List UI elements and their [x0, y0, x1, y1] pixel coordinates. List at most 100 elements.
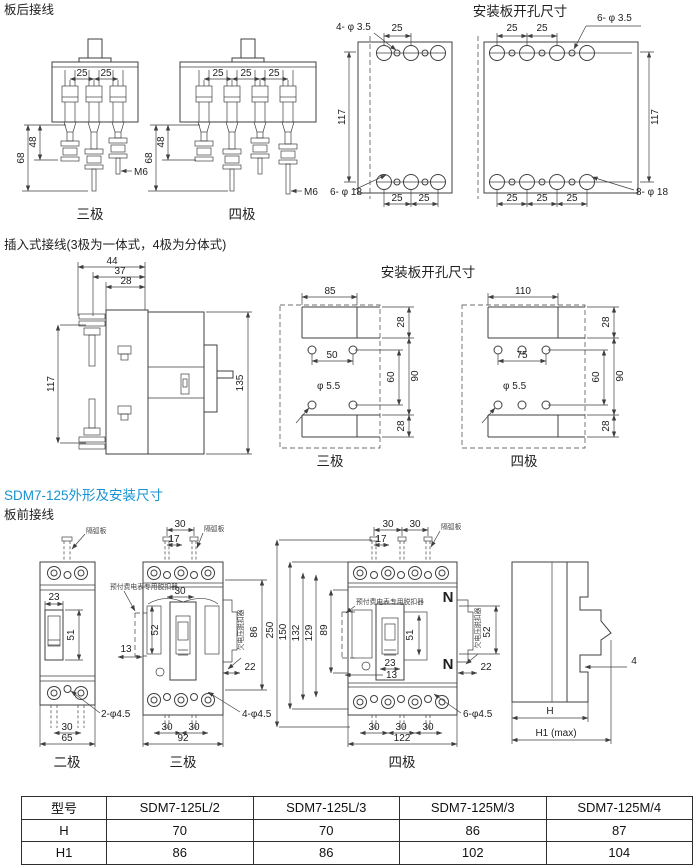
- dim-23: 23: [48, 592, 60, 603]
- trip-unit-label: 预付费电表专用脱扣器: [356, 597, 424, 606]
- spec-header-row: 型号 SDM7-125L/2 SDM7-125L/3 SDM7-125M/3 S…: [21, 796, 693, 820]
- spec-cell: 87: [545, 818, 693, 842]
- neutral-pole-label: N: [443, 656, 454, 673]
- spec-header-col2: SDM7-125L/3: [252, 796, 400, 820]
- mount-mid-3pole: 85 28 90 28 60 50 φ 5.5 三极: [279, 286, 421, 469]
- mount-holes-top-section: 安装板开孔尺寸 25 4- φ 3.5 117 6- φ 18 25 25 25…: [330, 4, 668, 207]
- section-title: 插入式接线(3极为一体式，4极为分体式): [4, 237, 226, 252]
- spec-header-col1: SDM7-125L/2: [106, 796, 254, 820]
- dim-150: 150: [278, 623, 289, 640]
- front-wiring-title: 板前接线: [4, 507, 55, 522]
- dim-28: 28: [601, 420, 612, 432]
- hole-callout-small: 4- φ 3.5: [336, 22, 371, 33]
- plugin-studs: [78, 313, 132, 450]
- dim-25: 25: [418, 193, 430, 204]
- dim-22: 22: [480, 662, 492, 673]
- dim-13: 13: [386, 670, 398, 681]
- plugin-wiring-section: 插入式接线(3极为一体式，4极为分体式) 44 37 28 117 135: [4, 237, 252, 455]
- dim-90: 90: [410, 370, 421, 382]
- dim-25: 25: [566, 193, 578, 204]
- spec-header-col3: SDM7-125M/3: [399, 796, 547, 820]
- caption-4pole: 四极: [389, 755, 416, 770]
- caption-3pole: 三极: [77, 207, 104, 222]
- mount-holes-mid-section: 安装板开孔尺寸 85 28 90 28 60 50 φ 5.5 三极 110 2…: [279, 265, 626, 469]
- hole-callout-small: 6- φ 3.5: [597, 13, 632, 24]
- dim-30: 30: [409, 519, 421, 530]
- spec-table: 型号 SDM7-125L/2 SDM7-125L/3 SDM7-125M/3 S…: [21, 796, 693, 865]
- hole-callout: 2-φ4.5: [101, 709, 131, 720]
- dim-25: 25: [76, 68, 88, 79]
- dim-17: 17: [375, 534, 387, 545]
- caption-3pole: 三极: [317, 454, 344, 469]
- dim-25: 25: [506, 23, 518, 34]
- dim-30: 30: [395, 722, 407, 733]
- dim-132: 132: [291, 624, 302, 641]
- caption-2pole: 二极: [54, 755, 81, 770]
- dim-25: 25: [536, 23, 548, 34]
- dim-30: 30: [188, 722, 200, 733]
- caption-4pole: 四极: [229, 207, 256, 222]
- spec-cell: 102: [399, 841, 547, 865]
- dim-28: 28: [601, 316, 612, 328]
- front-3pole-drawing: 30 17 隔弧板 30 预付费电表专用脱扣器 52 13 欠电压脱扣器 86 …: [110, 519, 272, 770]
- spec-row-label: H: [21, 818, 107, 842]
- arc-plate-label: 隔弧板: [86, 526, 107, 535]
- front-2pole-drawing: 隔弧板 23 51 2-φ4.5 30 65 二极: [39, 526, 131, 770]
- dim-28: 28: [120, 276, 132, 287]
- spec-cell: 86: [252, 841, 400, 865]
- hole-callout-big: 6- φ 18: [330, 187, 362, 198]
- dim-H: H: [546, 706, 553, 717]
- rear-4pole-studs: [194, 121, 298, 195]
- hole-callout: 6-φ4.5: [463, 709, 493, 720]
- dim-60: 60: [386, 371, 397, 383]
- spec-cell: 86: [106, 841, 254, 865]
- dim-122: 122: [394, 733, 411, 744]
- caption-4pole: 四极: [511, 454, 539, 469]
- dim-110: 110: [515, 286, 531, 297]
- rear-3pole-studs: [60, 121, 128, 192]
- mount-top-4pole: 25 25 6- φ 3.5 117 8- φ 18 25 25 25: [477, 13, 668, 207]
- dim-92: 92: [177, 733, 189, 744]
- caption-3pole: 三极: [170, 755, 197, 770]
- arc-plate-label: 隔弧板: [204, 524, 225, 533]
- spec-cell: 104: [545, 841, 693, 865]
- front-4pole-drawing: 250 150 132 129 89 30 30 17 隔弧板 N 预付费电表专…: [265, 519, 500, 770]
- rear-3pole-drawing: 25 25 M6 48 68 三极: [16, 38, 148, 222]
- dim-30: 30: [422, 722, 434, 733]
- spec-cell: 70: [252, 818, 400, 842]
- spec-row-label: H1: [21, 841, 107, 865]
- dim-30: 30: [61, 722, 73, 733]
- dim-25: 25: [212, 68, 224, 79]
- dim-28: 28: [396, 420, 407, 432]
- dim-H1: H1 (max): [535, 728, 576, 739]
- dim-52: 52: [150, 624, 161, 636]
- dim-117: 117: [337, 109, 348, 125]
- dim-117: 117: [46, 376, 57, 392]
- hole-callout: φ 5.5: [317, 381, 341, 392]
- uv-release-label: 欠电压脱扣器: [473, 607, 482, 648]
- dim-25: 25: [391, 193, 403, 204]
- dim-48: 48: [28, 136, 39, 148]
- dim-68: 68: [16, 152, 27, 164]
- mount-top-3pole: 25 4- φ 3.5 117 6- φ 18 25 25: [330, 22, 453, 207]
- neutral-pole-label: N: [443, 589, 454, 606]
- outline-heading: SDM7-125外形及安装尺寸: [4, 488, 163, 503]
- rear-wiring-section: 板后接线 25 25 M6 48 68 三极 25 25 25 M6 48 68…: [4, 2, 318, 222]
- dim-25: 25: [506, 193, 518, 204]
- dim-90: 90: [615, 370, 626, 382]
- dim-65: 65: [61, 733, 73, 744]
- spec-cell: 86: [399, 818, 547, 842]
- dim-52: 52: [482, 626, 493, 638]
- dim-250: 250: [265, 621, 276, 638]
- dim-23: 23: [384, 658, 396, 669]
- trip-unit-label: 预付费电表专用脱扣器: [110, 582, 178, 591]
- side-view-drawing: 4 H H1 (max): [511, 561, 637, 744]
- dim-30: 30: [368, 722, 380, 733]
- dim-30: 30: [382, 519, 394, 530]
- dim-30: 30: [174, 519, 186, 530]
- spec-header-col4: SDM7-125M/4: [545, 796, 693, 820]
- dim-30-inner: 30: [174, 586, 186, 597]
- hole-callout-big: 8- φ 18: [636, 187, 668, 198]
- section-title: 板后接线: [4, 2, 55, 17]
- rear-4pole-drawing: 25 25 25 M6 48 68 四极: [144, 38, 318, 222]
